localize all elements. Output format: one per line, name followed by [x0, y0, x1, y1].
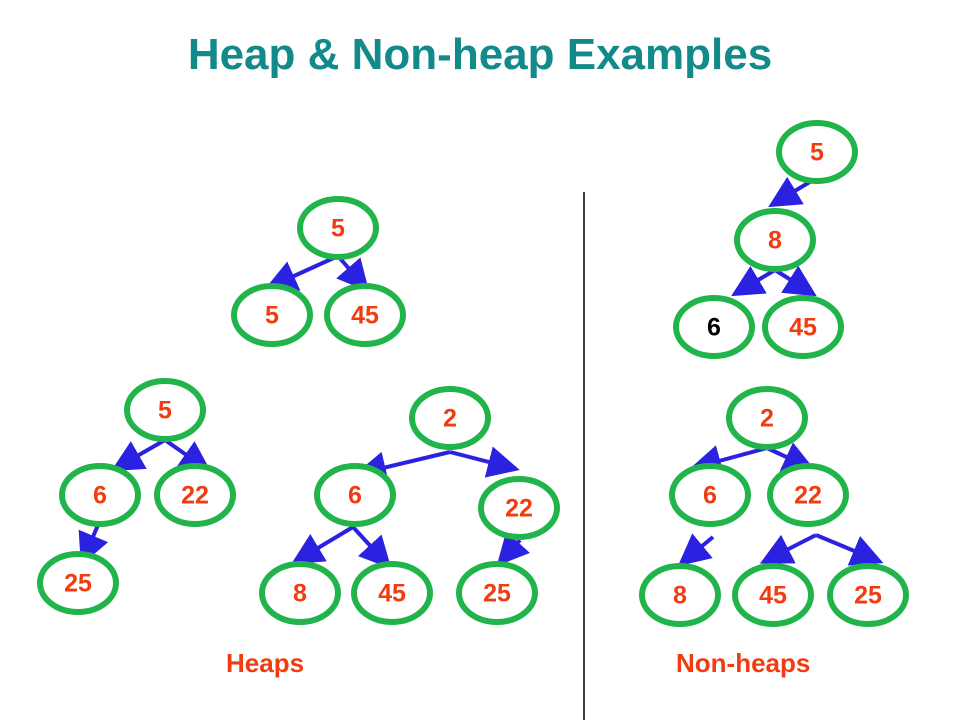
edge-arrow	[264, 254, 339, 291]
edge-arrow	[449, 446, 520, 478]
node-label: 5	[265, 302, 279, 330]
node-label: 45	[789, 314, 817, 342]
node-ellipse	[409, 386, 491, 450]
node-ellipse	[324, 283, 406, 347]
node-ellipse	[456, 561, 538, 625]
edge-arrow	[759, 533, 817, 564]
node-ellipse	[154, 463, 236, 527]
page-title: Heap & Non-heap Examples	[187, 30, 773, 79]
node-label: 6	[707, 314, 721, 342]
edge-arrow	[496, 531, 530, 566]
node-ellipse	[673, 295, 755, 359]
node-ellipse	[767, 463, 849, 527]
edge-arrow	[731, 265, 777, 297]
tree-node: 45	[351, 561, 433, 625]
node-ellipse	[734, 208, 816, 272]
edge-arrow	[815, 533, 884, 566]
node-label: 8	[768, 227, 782, 255]
edge-arrow	[768, 176, 815, 208]
node-ellipse	[297, 196, 379, 260]
edge-arrow	[291, 525, 355, 565]
tree-node: 22	[154, 463, 236, 527]
node-ellipse	[124, 378, 206, 442]
node-ellipse	[827, 563, 909, 627]
node-label: 5	[158, 397, 172, 425]
node-ellipse	[314, 463, 396, 527]
node-label: 8	[673, 582, 687, 610]
node-label: 22	[794, 482, 822, 510]
tree-node: 25	[827, 563, 909, 627]
node-ellipse	[762, 295, 844, 359]
node-label: 5	[810, 139, 824, 167]
tree-node: 6	[314, 463, 396, 527]
node-label: 22	[505, 495, 533, 523]
node-ellipse	[776, 120, 858, 184]
node-label: 6	[703, 482, 717, 510]
tree-node: 5	[124, 378, 206, 442]
node-label: 22	[181, 482, 209, 510]
tree-node: 22	[478, 476, 560, 540]
node-ellipse	[259, 561, 341, 625]
tree-node: 8	[259, 561, 341, 625]
tree-node: 6	[669, 463, 751, 527]
node-label: 6	[93, 482, 107, 510]
edge-arrow	[677, 533, 715, 567]
node-label: 45	[759, 582, 787, 610]
node-label: 45	[351, 302, 379, 330]
tree-node: 2	[726, 386, 808, 450]
node-ellipse	[351, 561, 433, 625]
tree-node: 5	[776, 120, 858, 184]
tree-node: 45	[762, 295, 844, 359]
edge-arrow	[336, 254, 370, 293]
node-label: 8	[293, 580, 307, 608]
node-ellipse	[726, 386, 808, 450]
node-label: 25	[854, 582, 882, 610]
edge-arrow	[111, 438, 166, 471]
tree-node: 2	[409, 386, 491, 450]
node-ellipse	[639, 563, 721, 627]
tree-node: 25	[456, 561, 538, 625]
node-label: 6	[348, 482, 362, 510]
tree-node: 5	[231, 283, 313, 347]
node-label: 25	[483, 580, 511, 608]
heaps-caption: Heaps	[226, 648, 305, 678]
node-ellipse	[37, 551, 119, 615]
tree-node: 6	[59, 463, 141, 527]
node-label: 2	[443, 405, 457, 433]
non-heaps-caption: Non-heaps	[676, 648, 811, 678]
tree-node: 25	[37, 551, 119, 615]
node-label: 45	[378, 580, 406, 608]
node-label: 2	[760, 405, 774, 433]
node-ellipse	[231, 283, 313, 347]
node-ellipse	[478, 476, 560, 540]
edge-arrow	[773, 265, 817, 297]
tree-node: 22	[767, 463, 849, 527]
tree-node: 8	[639, 563, 721, 627]
tree-node: 6	[673, 295, 755, 359]
node-ellipse	[732, 563, 814, 627]
node-ellipse	[669, 463, 751, 527]
tree-node: 45	[732, 563, 814, 627]
tree-node: 8	[734, 208, 816, 272]
edge-arrow	[351, 525, 392, 569]
node-label: 5	[331, 215, 345, 243]
node-label: 25	[64, 570, 92, 598]
node-ellipse	[59, 463, 141, 527]
tree-node: 45	[324, 283, 406, 347]
tree-node: 5	[297, 196, 379, 260]
